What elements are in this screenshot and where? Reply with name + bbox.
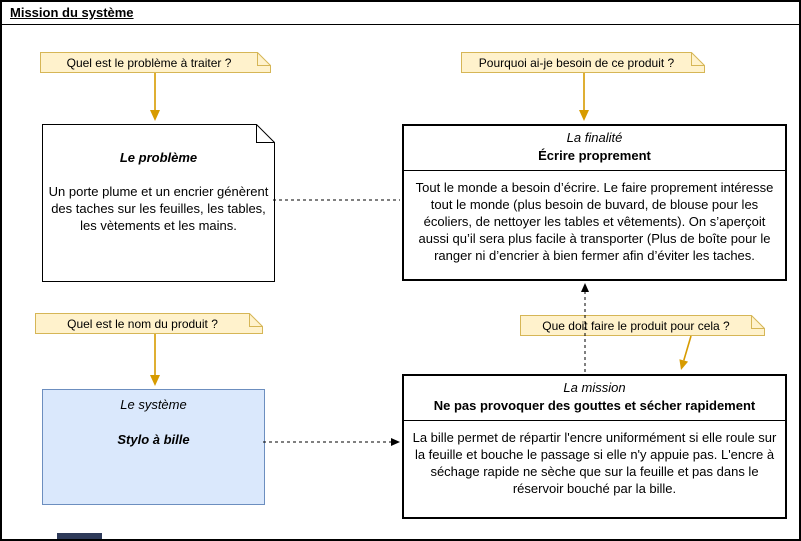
arrow-down-icon <box>150 73 160 121</box>
problem-title: Le problème <box>119 150 198 165</box>
title-divider <box>2 24 799 25</box>
horizontal-scrollbar-thumb[interactable] <box>57 533 102 539</box>
system-box[interactable]: Le système Stylo à bille <box>42 389 265 505</box>
folded-note-shape <box>520 315 765 336</box>
finality-body: Tout le monde a besoin d’écrire. Le fair… <box>415 180 774 263</box>
note-problem-question[interactable]: Quel est le problème à traiter ? <box>40 52 271 73</box>
mission-header: La mission Ne pas provoquer des gouttes … <box>404 376 785 421</box>
note-label: Quel est le problème à traiter ? <box>66 55 232 70</box>
finality-box[interactable]: La finalité Écrire proprement Tout le mo… <box>402 124 787 281</box>
problem-box[interactable]: Le problème Un porte plume et un encrier… <box>42 124 275 282</box>
note-label: Quel est le nom du produit ? <box>67 316 218 331</box>
mission-body: La bille permet de répartir l'encre unif… <box>412 430 777 496</box>
arrow-down-icon <box>679 335 692 370</box>
folded-note-shape <box>461 52 705 73</box>
note-name-question[interactable]: Quel est le nom du produit ? <box>35 313 263 334</box>
finality-label: La finalité <box>566 130 623 145</box>
document-shape <box>42 124 275 282</box>
system-label: Le système <box>120 397 187 412</box>
arrow-down-icon <box>150 334 160 386</box>
problem-body: Un porte plume et un encrier génèrent de… <box>48 184 269 233</box>
mission-label: La mission <box>563 380 626 395</box>
dashed-arrow-connector <box>263 438 400 446</box>
note-mission-question[interactable]: Que doit faire le produit pour cela ? <box>520 315 765 336</box>
note-label: Que doit faire le produit pour cela ? <box>542 318 730 333</box>
mission-box[interactable]: La mission Ne pas provoquer des gouttes … <box>402 374 787 519</box>
arrow-down-icon <box>579 73 589 121</box>
system-title: Stylo à bille <box>117 432 190 447</box>
folded-note-shape <box>40 52 271 73</box>
finality-title: Écrire proprement <box>538 148 651 163</box>
mission-title: Ne pas provoquer des gouttes et sécher r… <box>433 398 756 413</box>
note-label: Pourquoi ai-je besoin de ce produit ? <box>478 55 675 70</box>
finality-header: La finalité Écrire proprement <box>404 126 785 171</box>
page-title: Mission du système <box>10 5 134 20</box>
folded-note-shape <box>35 313 263 334</box>
note-purpose-question[interactable]: Pourquoi ai-je besoin de ce produit ? <box>461 52 705 73</box>
